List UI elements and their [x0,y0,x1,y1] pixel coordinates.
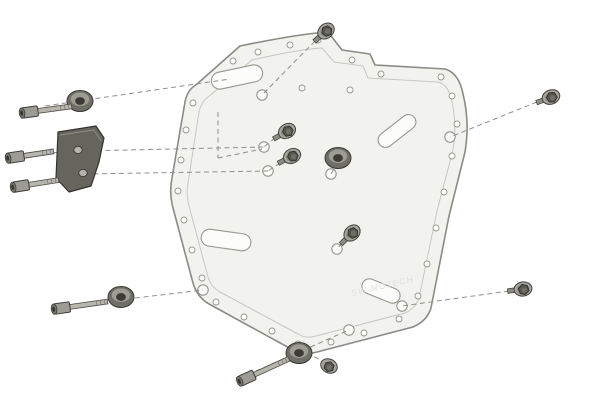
rubber-grommet [66,90,94,112]
rivet-hole [437,73,445,81]
socket-head-screw [4,148,55,164]
rivet-hole [327,338,335,346]
hex-flange-bolt [272,122,297,142]
hex-flange-bolt [535,89,561,106]
rivet-hole [360,329,368,337]
rubber-grommet [285,342,313,364]
assembly-axis-line [79,146,265,152]
assembly-axis-line [267,162,281,172]
rivet-hole [423,260,431,268]
hex-flange-bolt [312,22,335,44]
assembly-axis-line [261,40,316,96]
adapter-plate-layer: SW-MOTECH [169,31,468,355]
hex-socket-icon [52,306,56,312]
mounting-slot [210,64,264,90]
rivet-hole [174,187,182,195]
rivet-hole [268,327,276,335]
rivet-hole [453,120,461,128]
socket-head-screw [18,103,73,119]
side-carrier-adapter-plate [169,31,468,355]
mounting-hole [343,324,355,336]
bracket-hole [78,168,88,177]
hardware-parts-layer [4,22,561,387]
hex-socket-icon [11,184,15,190]
hex-socket-icon [6,155,10,161]
assembly-axis-line [449,101,538,138]
rivet-hole [188,246,196,254]
hex-socket-icon [237,379,241,384]
rivet-hole [377,70,385,78]
rivet-hole [440,188,448,196]
assembly-axis-line [44,78,231,107]
rivet-hole [298,84,306,92]
rivet-hole [448,152,456,160]
mounting-hole [325,168,337,180]
rivet-hole [348,56,356,64]
plate-inner-contour [186,47,456,338]
rivet-hole [198,274,206,282]
socket-head-screw [235,356,291,387]
rivet-hole [212,298,220,306]
rivet-hole [395,315,403,323]
rivet-hole [448,92,456,100]
rivet-hole [189,99,197,107]
rivet-hole [182,126,190,134]
socket-head-screw [9,177,60,193]
bracket-hole [73,145,83,154]
rivet-hole [177,156,185,164]
rivet-hole [432,224,440,232]
hex-flange-nut [320,358,338,374]
hex-flange-bolt [338,224,361,247]
rivet-hole [254,48,262,56]
distance-bracket [55,125,105,193]
assembly-axis-line [263,137,276,148]
rubber-grommet [107,286,135,308]
hex-flange-bolt [276,147,302,166]
rubber-grommet [324,147,352,169]
rivet-hole [346,86,354,94]
mounting-slot [200,228,252,252]
hex-socket-icon [20,110,24,116]
rivet-hole [180,216,188,224]
assembly-axis-line [401,290,510,307]
rivet-hole [240,313,248,321]
assembly-axis-line [217,148,263,159]
socket-head-screw [50,298,109,315]
mounting-hole [396,300,408,312]
mounting-slot [361,278,401,304]
rivet-hole [229,57,237,65]
mounting-slot [377,114,417,148]
rivet-hole [414,292,422,300]
rivet-hole [286,41,294,49]
hex-flange-bolt [506,281,533,297]
